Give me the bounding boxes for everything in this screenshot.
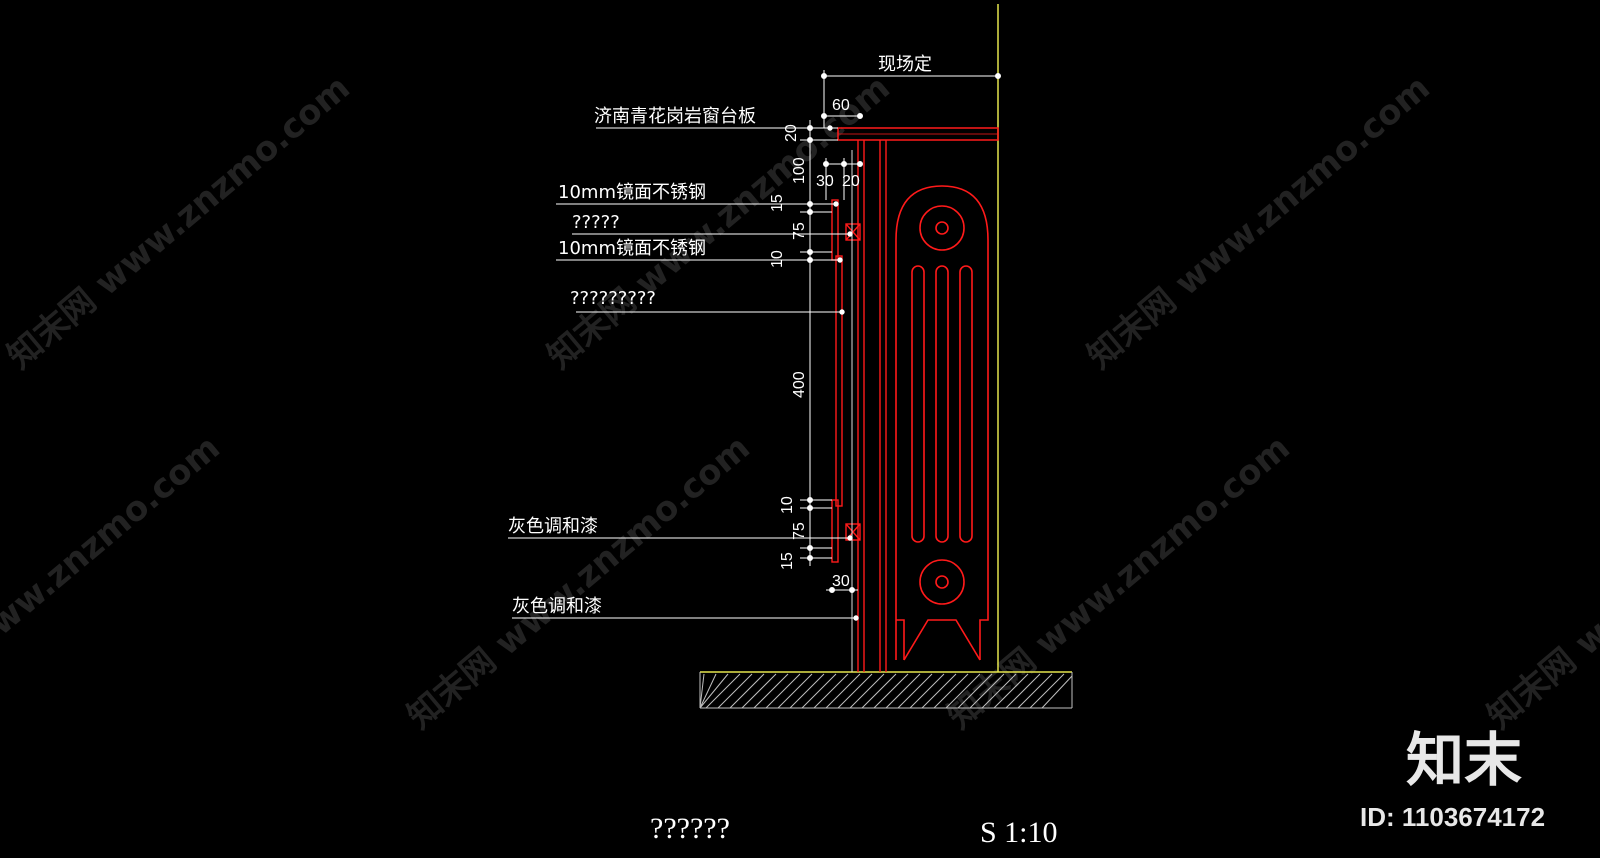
hatch-line [789,673,825,709]
hatch-line [861,673,897,709]
dim-10-bottom: 10 [779,496,796,514]
dim-400: 400 [791,371,808,398]
radiator [895,185,989,661]
watermark: 知末网 www.znzmo.com [1080,68,1438,377]
hatch-line [699,673,717,709]
hatch-line [705,673,741,709]
hatch-line [873,673,909,709]
hatch-line [825,673,861,709]
dim-20-right: 20 [842,173,860,190]
window-sill [837,127,999,141]
drawing-title: ?????? [650,812,730,845]
hatch-line [993,673,1029,709]
dim-75-top: 75 [791,222,808,240]
hatch-line [777,673,813,709]
hatch-line [1005,673,1041,709]
label-gray-paint-1: 灰色调和漆 [508,516,598,537]
leader-lines [508,125,859,621]
dim-30-bottom: 30 [832,573,850,590]
dim-60: 60 [832,97,850,114]
hatch-line [885,673,921,709]
hatch-line [849,673,885,709]
dimension-lines [800,70,1001,593]
label-site-determined: 现场定 [878,54,932,75]
dim-10-top: 10 [769,250,786,268]
hatch-line [1017,673,1053,709]
hatch-line [801,673,837,709]
label-mirror-steel-1: 10mm镜面不锈钢 [558,182,706,203]
dim-15-top: 15 [769,194,786,212]
hatch-line [813,673,849,709]
hatch-line [1029,673,1065,709]
hatch-line [897,673,933,709]
hatch-line [741,673,777,709]
watermark: 知末网 www.znzmo.com [400,428,758,737]
hatch-line [765,673,801,709]
hatch-line [957,673,993,709]
dim-20-top: 20 [783,124,800,142]
dim-100: 100 [791,157,808,184]
label-unknown-1: ????? [572,212,620,233]
hatch-line [753,673,789,709]
drawing-scale: S 1:10 [980,816,1058,849]
brand-mark: 知末 ID: 1103674172 [1360,726,1545,832]
hatch-line [981,673,1017,709]
hatch-line [837,673,873,709]
watermark: 知末网 www.znzmo.com [0,428,228,737]
dimension-values: 60 20 100 30 20 15 75 10 400 10 75 15 30 [769,97,860,590]
watermark: 知末网 www.znzmo.com [0,68,358,377]
hatch-line [921,673,957,709]
hatch-line [699,673,705,709]
title-block: ?????? S 1:10 [650,812,1058,849]
label-mirror-steel-2: 10mm镜面不锈钢 [558,238,706,259]
hatch-line [909,673,945,709]
hatch-line [1041,675,1073,709]
hatch-line [717,673,753,709]
label-unknown-2: ????????? [570,288,656,309]
floor-hatch [699,672,1073,709]
dim-30-top: 30 [816,173,834,190]
hatch-line [933,673,969,709]
hatch-line [729,673,765,709]
hatch-line [969,673,1005,709]
brand-logo: 知末 [1406,726,1522,794]
dim-15-bottom: 15 [779,552,796,570]
hatch-line [945,673,981,709]
panel-frame [831,140,887,672]
label-granite-sill: 济南青花岗岩窗台板 [594,106,756,127]
dim-75-bottom: 75 [791,522,808,540]
brand-id: ID: 1103674172 [1360,802,1545,832]
callouts: 济南青花岗岩窗台板 现场定 10mm镜面不锈钢 ????? 10mm镜面不锈钢 … [508,54,932,617]
hatch-line [699,673,729,709]
label-gray-paint-2: 灰色调和漆 [512,596,602,617]
watermark: 知末网 www.znzmo.com [940,428,1298,737]
watermark: 知末网 www.znzmo.com [1480,428,1600,737]
